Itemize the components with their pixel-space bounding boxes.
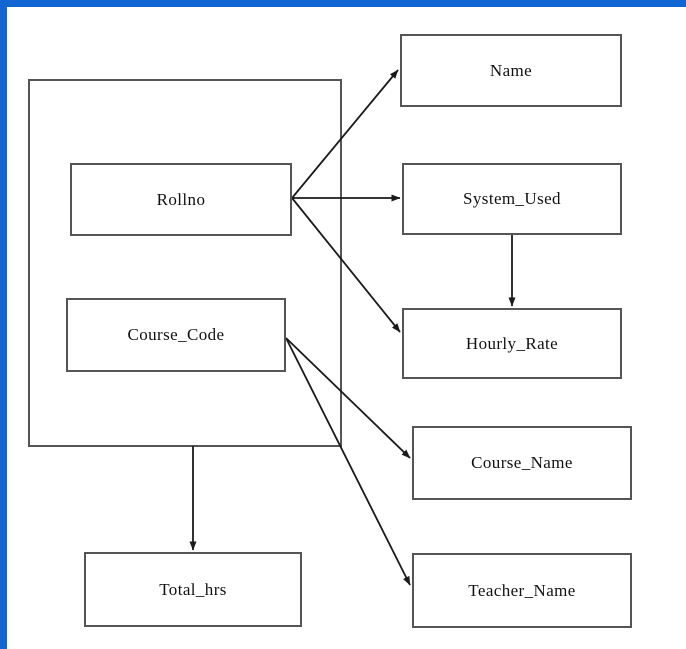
entity-box-total-hrs[interactable]: Total_hrs [84,552,302,627]
edge-course-code-to-course-name [285,337,411,459]
entity-box-course-name[interactable]: Course_Name [412,426,632,500]
entity-label-name: Name [489,60,533,80]
edge-rollno-to-name [291,69,399,199]
entity-label-hourly-rate: Hourly_Rate [465,333,559,353]
entity-label-teacher-name: Teacher_Name [468,580,576,600]
accent-frame-left [0,0,7,649]
edges-group [189,69,516,586]
accent-frame-top [0,0,686,7]
entity-box-course-code[interactable]: Course_Code [66,298,286,372]
entity-box-system-used[interactable]: System_Used [402,163,622,235]
entity-box-rollno[interactable]: Rollno [70,163,292,236]
entity-label-course-name: Course_Name [471,453,573,472]
entity-label-total-hrs: Total_hrs [159,579,227,599]
edge-course-code-to-teacher-name [285,337,411,586]
entity-label-rollno: Rollno [156,189,206,209]
entity-box-teacher-name[interactable]: Teacher_Name [412,553,632,628]
entity-box-hourly-rate[interactable]: Hourly_Rate [402,308,622,379]
entity-box-name[interactable]: Name [400,34,622,107]
entity-label-course-code: Course_Code [127,325,225,344]
entity-container-box [28,79,342,447]
entity-label-system-used: System_Used [463,189,561,208]
edge-rollno-to-hourly-rate [291,197,401,333]
